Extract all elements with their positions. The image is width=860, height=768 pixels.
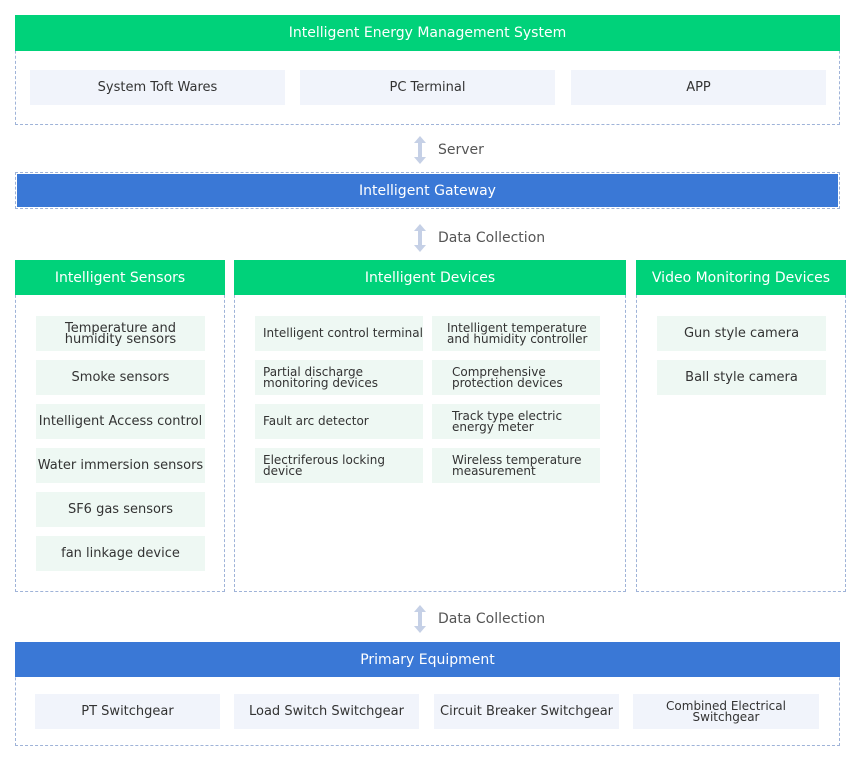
sensor-item: Intelligent Access control [36, 404, 205, 439]
sensor-item: SF6 gas sensors [36, 492, 205, 527]
data-collection-connector-1: Data Collection [412, 223, 545, 253]
data-collection-label-2: Data Collection [438, 611, 546, 627]
equipment-item: Combined Electrical Switchgear [633, 694, 819, 729]
equipment-item: PT Switchgear [35, 694, 220, 729]
sensor-item: Smoke sensors [36, 360, 205, 395]
video-title: Video Monitoring Devices [636, 260, 846, 295]
sensor-item: fan linkage device [36, 536, 205, 571]
device-item: Partial discharge monitoring devices [255, 360, 423, 395]
video-panel [636, 260, 846, 592]
server-label: Server [438, 142, 484, 158]
device-item: Intelligent temperature and humidity con… [432, 316, 600, 351]
primary-equipment-title: Primary Equipment [15, 642, 840, 677]
pc-terminal-box: PC Terminal [300, 70, 555, 105]
system-software-box: System Toft Wares [30, 70, 285, 105]
equipment-item: Load Switch Switchgear [234, 694, 419, 729]
double-arrow-icon [414, 224, 426, 252]
equipment-item: Circuit Breaker Switchgear [434, 694, 619, 729]
data-collection-connector-2: Data Collection [412, 604, 545, 634]
sensor-item: Water immersion sensors [36, 448, 205, 483]
double-arrow-icon [414, 605, 426, 633]
server-connector: Server [412, 135, 484, 165]
device-item: Comprehensive protection devices [432, 360, 600, 395]
device-item: Intelligent control terminal [255, 316, 423, 351]
video-item: Ball style camera [657, 360, 826, 395]
device-item: Wireless temperature measurement [432, 448, 600, 483]
double-arrow-icon [414, 136, 426, 164]
devices-title: Intelligent Devices [234, 260, 626, 295]
gateway-title: Intelligent Gateway [17, 174, 838, 207]
device-item: Track type electric energy meter [432, 404, 600, 439]
energy-management-title: Intelligent Energy Management System [15, 15, 840, 51]
sensors-title: Intelligent Sensors [15, 260, 225, 295]
video-item: Gun style camera [657, 316, 826, 351]
sensor-item: Temperature and humidity sensors [36, 316, 205, 351]
data-collection-label-1: Data Collection [438, 230, 546, 246]
device-item: Electriferous locking device [255, 448, 423, 483]
app-box: APP [571, 70, 826, 105]
device-item: Fault arc detector [255, 404, 423, 439]
